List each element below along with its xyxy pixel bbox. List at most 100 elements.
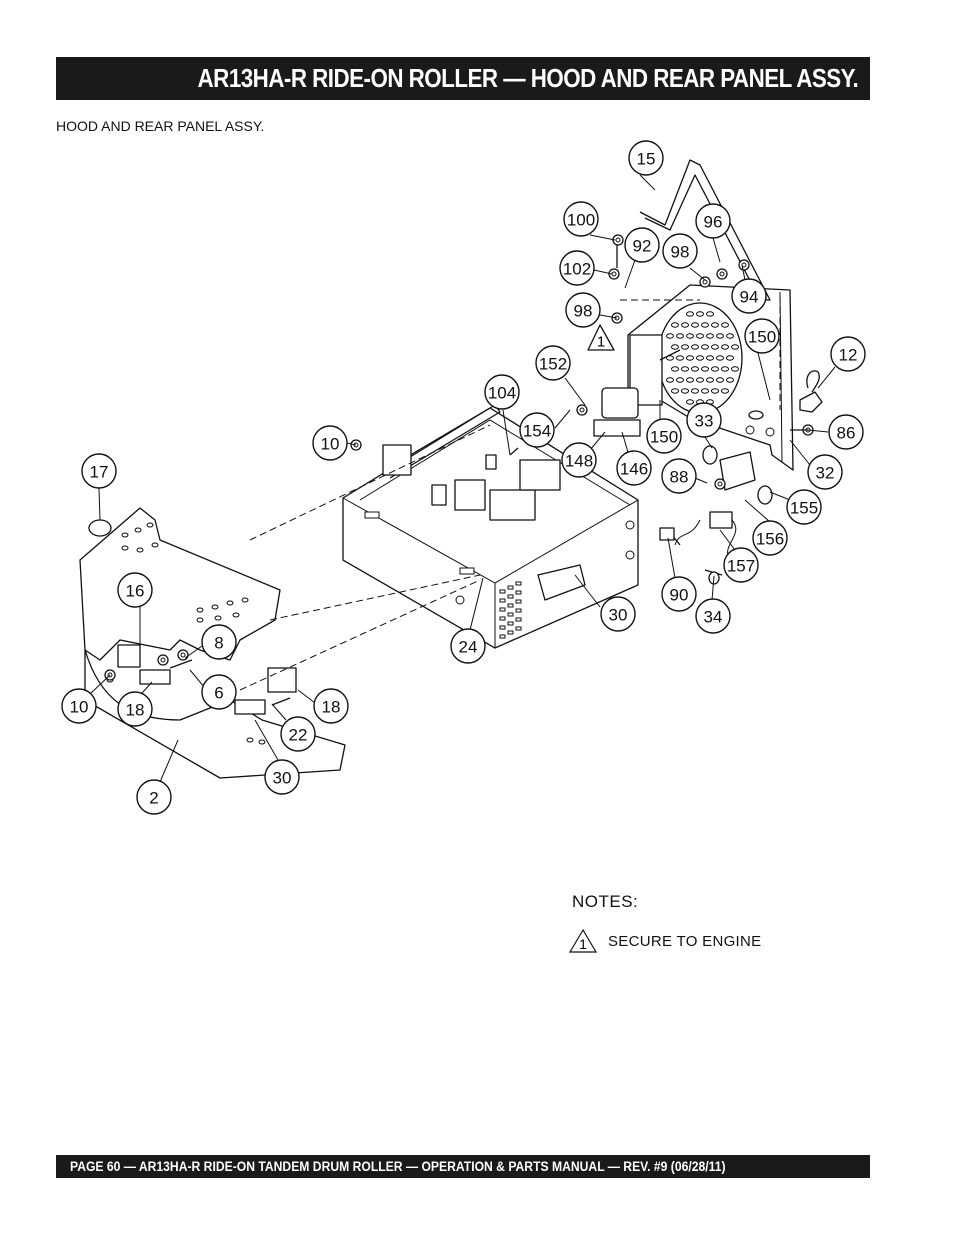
svg-text:157: 157: [727, 557, 755, 576]
svg-text:18: 18: [126, 701, 145, 720]
callout-90: 90: [661, 576, 697, 612]
svg-text:15: 15: [637, 150, 656, 169]
hinge-plate: [234, 699, 266, 715]
callout-18: 18: [313, 688, 349, 724]
notes-heading: NOTES:: [572, 892, 639, 911]
svg-text:152: 152: [539, 355, 567, 374]
svg-text:18: 18: [322, 698, 341, 717]
grommet-33: [702, 445, 718, 465]
svg-text:16: 16: [126, 582, 145, 601]
callout-30: 30: [264, 759, 300, 795]
page-title-bar: AR13HA-R RIDE-ON ROLLER — HOOD AND REAR …: [56, 57, 870, 100]
hood-latch: [799, 370, 823, 413]
callout-102: 102: [559, 250, 595, 286]
svg-text:150: 150: [748, 328, 776, 347]
callout-22: 22: [280, 716, 316, 752]
svg-text:100: 100: [567, 211, 595, 230]
note-text: SECURE TO ENGINE: [608, 932, 762, 950]
callout-2: 2: [136, 779, 172, 815]
front-hood: [79, 507, 346, 779]
page-title: AR13HA-R RIDE-ON ROLLER — HOOD AND REAR …: [197, 63, 858, 93]
callout-157: 157: [723, 547, 759, 583]
svg-text:155: 155: [790, 499, 818, 518]
svg-text:96: 96: [704, 213, 723, 232]
svg-text:34: 34: [704, 608, 723, 627]
callout-94: 94: [731, 278, 767, 314]
grommet-155: [757, 485, 773, 505]
callout-8: 8: [201, 624, 237, 660]
svg-text:2: 2: [149, 789, 158, 808]
callout-92: 92: [624, 227, 660, 263]
callout-104: 104: [484, 374, 520, 410]
note-item-1: 1 SECURE TO ENGINE: [568, 928, 761, 954]
svg-text:32: 32: [816, 464, 835, 483]
callout-33: 33: [686, 402, 722, 438]
callout-17: 17: [81, 453, 117, 489]
svg-text:12: 12: [839, 346, 858, 365]
callout-98: 98: [662, 233, 698, 269]
callout-155: 155: [786, 489, 822, 525]
svg-text:10: 10: [70, 698, 89, 717]
svg-text:98: 98: [671, 243, 690, 262]
svg-text:10: 10: [321, 435, 340, 454]
section-subtitle: HOOD AND REAR PANEL ASSY.: [56, 118, 265, 134]
hinge-bracket-right: [267, 667, 297, 693]
svg-text:86: 86: [837, 424, 856, 443]
callout-100: 100: [563, 201, 599, 237]
callout-146: 146: [616, 450, 652, 486]
svg-text:94: 94: [740, 288, 759, 307]
grommet-17: [88, 519, 112, 537]
svg-text:6: 6: [214, 684, 223, 703]
note-triangle-icon: 1: [568, 928, 598, 953]
callout-86: 86: [828, 414, 864, 450]
callout-88: 88: [661, 458, 697, 494]
solenoid: [593, 387, 641, 437]
page-footer: PAGE 60 — AR13HA-R RIDE-ON TANDEM DRUM R…: [70, 1159, 726, 1174]
note-marker-1: 1: [587, 324, 615, 351]
callout-34: 34: [695, 598, 731, 634]
callout-98: 98: [565, 292, 601, 328]
svg-text:1: 1: [597, 334, 605, 351]
hood-support-bracket: [639, 159, 771, 301]
callout-156: 156: [752, 520, 788, 556]
svg-text:17: 17: [90, 463, 109, 482]
page-footer-bar: PAGE 60 — AR13HA-R RIDE-ON TANDEM DRUM R…: [56, 1155, 870, 1178]
wire-harness: [674, 511, 737, 561]
callout-10: 10: [61, 688, 97, 724]
callout-154: 154: [519, 412, 555, 448]
svg-text:104: 104: [488, 384, 516, 403]
mount-bracket: [382, 444, 412, 476]
callout-32: 32: [807, 454, 843, 490]
svg-text:24: 24: [459, 638, 478, 657]
svg-text:146: 146: [620, 460, 648, 479]
callout-16: 16: [117, 572, 153, 608]
callout-150: 150: [646, 418, 682, 454]
svg-text:22: 22: [289, 726, 308, 745]
svg-text:30: 30: [273, 769, 292, 788]
svg-text:102: 102: [563, 260, 591, 279]
callout-30: 30: [600, 596, 636, 632]
main-frame: [342, 407, 639, 649]
svg-text:30: 30: [609, 606, 628, 625]
svg-text:88: 88: [670, 468, 689, 487]
svg-text:1: 1: [579, 936, 587, 952]
callout-10: 10: [312, 425, 348, 461]
callout-15: 15: [628, 140, 664, 176]
svg-text:92: 92: [633, 237, 652, 256]
callout-148: 148: [561, 442, 597, 478]
callout-12: 12: [830, 336, 866, 372]
svg-text:148: 148: [565, 452, 593, 471]
callout-18: 18: [117, 691, 153, 727]
svg-text:33: 33: [695, 412, 714, 431]
callout-24: 24: [450, 628, 486, 664]
hinge-bracket-lower: [139, 669, 171, 685]
callout-6: 6: [201, 674, 237, 710]
svg-text:154: 154: [523, 422, 551, 441]
svg-text:156: 156: [756, 530, 784, 549]
svg-text:150: 150: [650, 428, 678, 447]
svg-text:90: 90: [670, 586, 689, 605]
callout-150: 150: [744, 318, 780, 354]
hinge-bracket-left: [117, 644, 141, 668]
svg-text:8: 8: [214, 634, 223, 653]
